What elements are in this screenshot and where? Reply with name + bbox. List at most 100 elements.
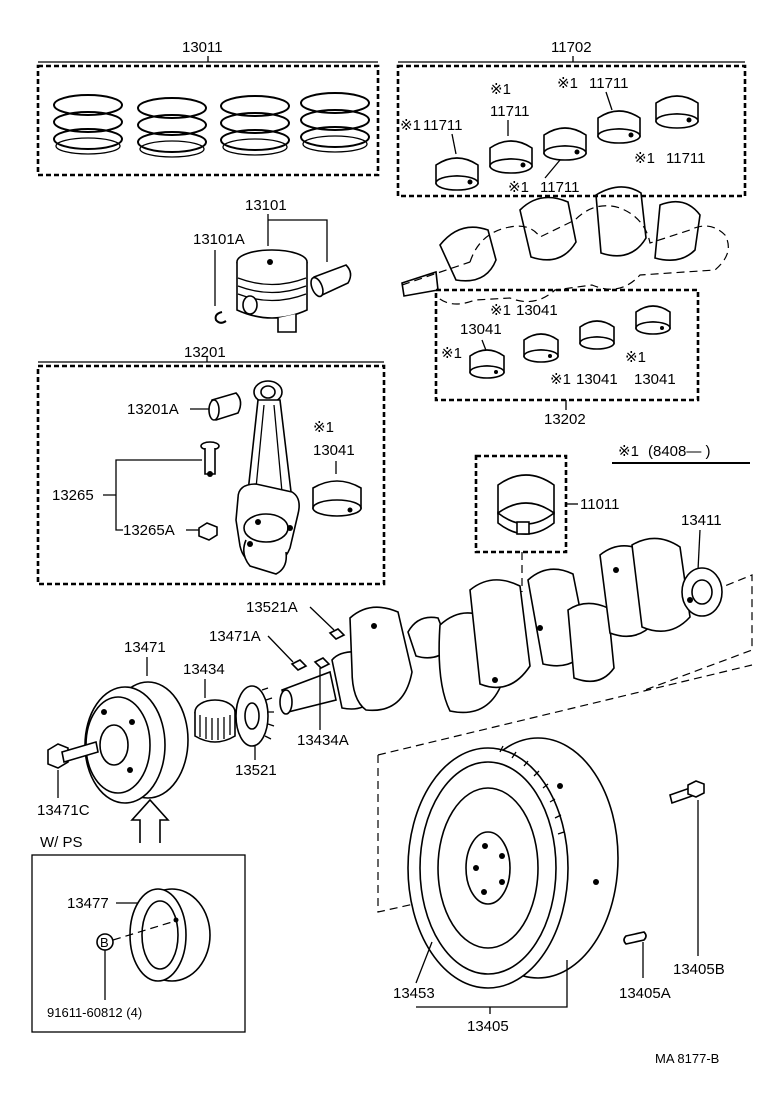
piston-ring-group: 13011 — [36, 39, 380, 177]
mark-ast-10: ※1 — [313, 419, 334, 436]
mark-ast-4: ※1 — [634, 150, 655, 167]
pulley-bolt — [47, 740, 99, 769]
key-13521A — [328, 628, 346, 640]
mark-ast-5: ※1 — [508, 179, 529, 196]
rod-bearing-shell-1 — [469, 349, 505, 379]
key-13434A — [313, 657, 331, 669]
rod-bearing-group: ※1 13041 13041 ※1 ※1 13041 ※1 13041 1320… — [434, 288, 700, 428]
label-91611: 91611-60812 (4) — [47, 1005, 142, 1020]
front-components-group: 13521A 13471A 13471 13434 — [37, 599, 349, 843]
label-13471: 13471 — [124, 639, 166, 656]
label-11711-e: 11711 — [540, 179, 580, 196]
piston-ring-set-2 — [137, 97, 207, 158]
main-bearing-shell-2 — [489, 140, 533, 174]
mark-ast-7: ※1 — [441, 345, 462, 362]
label-13041-a: 13041 — [516, 302, 558, 319]
crankshaft — [279, 537, 723, 715]
main-bearing-group: 11702 ※1 11711 ※1 11711 ※1 11711 ※1 1171… — [396, 39, 747, 198]
flywheel-bolt — [669, 780, 705, 805]
label-13405: 13405 — [467, 1018, 509, 1035]
sprocket-bearing — [194, 699, 236, 743]
piston — [236, 249, 308, 333]
rod-nut — [198, 522, 218, 541]
mark-ast-6: ※1 — [490, 302, 511, 319]
crank-pulley — [84, 681, 189, 804]
piston-ring-set-1 — [53, 94, 123, 155]
crankshaft-ghost — [401, 186, 729, 305]
mark-ast-1: ※1 — [400, 117, 421, 134]
mark-ast-9: ※1 — [625, 349, 646, 366]
label-11711-b: 11711 — [490, 103, 530, 120]
label-13265: 13265 — [52, 487, 94, 504]
main-bearing-box — [396, 64, 747, 198]
label-13434A: 13434A — [297, 732, 349, 749]
label-wps: W/ PS — [40, 834, 83, 851]
connecting-rod-box — [36, 364, 386, 586]
rod-bearing-box — [434, 288, 700, 402]
label-13521A: 13521A — [246, 599, 298, 616]
label-13471C: 13471C — [37, 802, 90, 819]
label-11711-c: 11711 — [589, 75, 629, 92]
piston-pin — [310, 264, 352, 298]
label-13041-d: 13041 — [634, 371, 676, 388]
piston-ring-set-3 — [220, 95, 290, 156]
label-13405B: 13405B — [673, 961, 725, 978]
flywheel — [407, 737, 619, 989]
label-bolt-marker: B — [100, 935, 109, 950]
piston-group: 13101 13101A — [193, 197, 352, 333]
label-13041-rod: 13041 — [313, 442, 355, 459]
rod-bearing-shell-4 — [635, 305, 671, 335]
wps-group: W/ PS 13477 B 91611-60812 (4) — [31, 834, 246, 1033]
label-11711-d: 11711 — [666, 150, 706, 167]
rod-bushing — [208, 392, 242, 421]
label-13477: 13477 — [67, 895, 109, 912]
piston-ring-set-4 — [300, 92, 370, 153]
flywheel-pin — [623, 931, 647, 945]
wps-arrow — [130, 798, 170, 843]
thrust-washer — [497, 474, 555, 535]
mark-ast-11: ※1 — [618, 443, 639, 460]
rod-bolt — [200, 441, 220, 477]
crankshaft-group: 13411 — [279, 512, 753, 715]
flywheel-group: 13453 13405 13405A 13405B — [377, 664, 753, 1035]
label-13471A: 13471A — [209, 628, 261, 645]
label-13011: 13011 — [182, 39, 223, 56]
label-13201A: 13201A — [127, 401, 179, 418]
label-13101: 13101 — [245, 197, 287, 214]
main-bearing-shell-1 — [435, 157, 479, 191]
main-bearing-shell-3 — [543, 127, 587, 161]
figure-code: MA 8177-B — [655, 1051, 719, 1066]
mark-ast-3: ※1 — [557, 75, 578, 92]
label-13041-b: 13041 — [460, 321, 502, 338]
mark-ast-8: ※1 — [550, 371, 571, 388]
ps-pulley — [129, 888, 211, 982]
label-11702: 11702 — [551, 39, 592, 56]
label-13434: 13434 — [183, 661, 225, 678]
piston-pin-clip — [214, 311, 227, 324]
thrust-washer-group: ※1 (8408— ) 11011 — [474, 443, 750, 592]
label-13411: 13411 — [681, 512, 722, 529]
key-13471A — [290, 659, 308, 671]
mark-ast-2: ※1 — [490, 81, 511, 98]
label-13202: 13202 — [544, 411, 586, 428]
main-bearing-shell-5 — [655, 95, 699, 129]
rod-box-bearing-shell — [312, 480, 362, 517]
label-13453: 13453 — [393, 985, 435, 1002]
rod-bearing-shell-2 — [523, 333, 559, 363]
label-13041-c: 13041 — [576, 371, 618, 388]
timing-gear — [235, 685, 275, 747]
main-bearing-shell-4 — [597, 110, 641, 144]
connecting-rod-group: 13201 13201A 13265 13265A — [36, 344, 386, 586]
wps-box — [31, 854, 246, 1033]
label-date-note: (8408— ) — [648, 443, 711, 460]
label-11011: 11011 — [580, 496, 620, 513]
label-13265A: 13265A — [123, 522, 175, 539]
piston-ring-box — [36, 64, 380, 177]
rod-bearing-shell-3 — [579, 320, 615, 350]
label-13201: 13201 — [184, 344, 226, 361]
connecting-rod — [235, 380, 300, 575]
label-13405A: 13405A — [619, 985, 671, 1002]
label-11711-a: 11711 — [423, 117, 463, 134]
label-13521: 13521 — [235, 762, 277, 779]
